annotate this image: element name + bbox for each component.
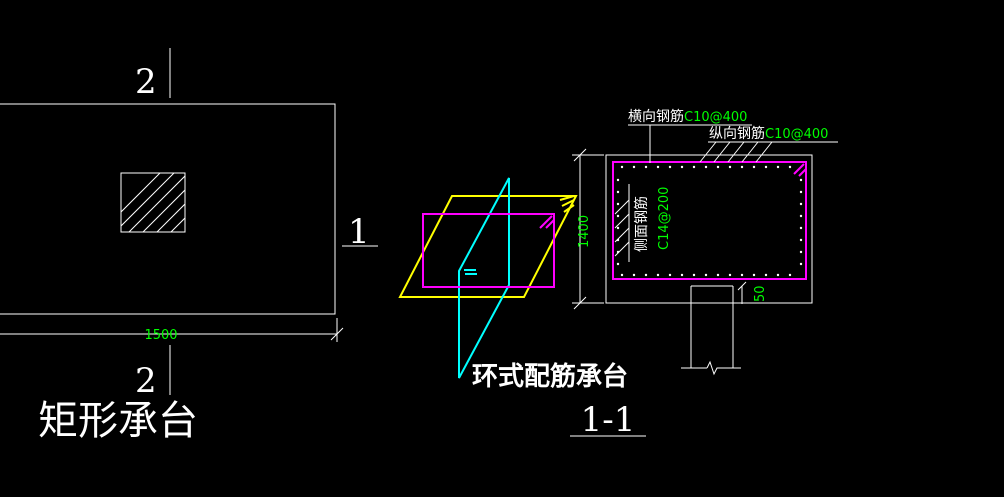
rebar-dot	[616, 202, 620, 206]
cover-dim-value: 50	[753, 285, 768, 302]
rebar-dot	[799, 226, 803, 230]
longitudinal-leaders	[699, 141, 773, 163]
rebar-dot	[692, 165, 696, 169]
rebar-dot	[716, 273, 720, 277]
longitudinal-name: 纵向钢筋	[709, 125, 765, 142]
section-view: 50 1400 横向钢筋C10@400 纵向钢筋C10@400	[570, 108, 838, 440]
section-title: 1-1	[581, 400, 636, 440]
iso-hooks	[539, 215, 555, 229]
rebar-dot	[799, 190, 803, 194]
rebar-dot	[704, 165, 708, 169]
rebar-dot	[776, 273, 780, 277]
section-mark-side: 1	[348, 212, 370, 252]
rebar-dot	[752, 165, 756, 169]
rebar-dot	[632, 273, 636, 277]
transverse-label: 横向钢筋C10@400	[628, 108, 747, 125]
rebar-dot	[716, 165, 720, 169]
height-dimension	[572, 148, 604, 310]
transverse-spec: C10@400	[684, 110, 747, 125]
rebar-dot	[728, 273, 732, 277]
width-dimension	[0, 318, 344, 342]
rebar-dot	[656, 273, 660, 277]
rebar-dot	[644, 273, 648, 277]
rebar-dot	[752, 273, 756, 277]
iso-vertical-plane	[458, 177, 510, 379]
section-mark-bottom: 2	[135, 361, 157, 401]
iso-horizontal-plane	[398, 195, 578, 298]
rebar-dot	[644, 165, 648, 169]
rebar-dot	[799, 202, 803, 206]
section-hooks	[793, 163, 807, 177]
pile-hatched-square	[120, 172, 186, 233]
side-leaders	[614, 199, 630, 257]
iso-caption: 环式配筋承台	[472, 361, 628, 392]
section-pile	[681, 285, 741, 376]
rebar-dot	[799, 262, 803, 266]
plan-title: 矩形承台	[38, 398, 198, 444]
rebar-dot	[616, 262, 620, 266]
rebar-dot	[668, 165, 672, 169]
rebar-dot	[799, 178, 803, 182]
rebar-dot	[776, 165, 780, 169]
rebar-dot	[680, 273, 684, 277]
rebar-dot	[764, 165, 768, 169]
rebar-dot	[740, 165, 744, 169]
rebar-dot	[788, 273, 792, 277]
side-name: 侧面钢筋	[633, 196, 650, 252]
rebar-dot	[620, 165, 624, 169]
rebar-dot	[616, 190, 620, 194]
side-spec: C14@200	[657, 187, 672, 250]
iso-rebar-ring	[422, 213, 555, 288]
longitudinal-spec: C10@400	[765, 127, 828, 142]
iso-sketch: 环式配筋承台	[398, 177, 628, 392]
cover-dimension	[737, 281, 747, 304]
rebar-dot	[616, 214, 620, 218]
side-label: 侧面钢筋	[633, 196, 650, 252]
rebar-dot	[788, 165, 792, 169]
iso-yellow-hooks	[559, 195, 575, 213]
rebar-dot	[680, 165, 684, 169]
section-cap-outline	[605, 154, 813, 304]
width-dim-value: 1500	[144, 328, 177, 343]
rebar-dot	[620, 273, 624, 277]
rebar-dot	[692, 273, 696, 277]
rebar-dot	[656, 165, 660, 169]
plan-view: 2 2 1 1500 矩形承台	[0, 48, 378, 444]
rebar-dot	[616, 226, 620, 230]
iso-cyan-hooks	[464, 269, 477, 275]
rebar-dot	[799, 250, 803, 254]
rebar-dot	[728, 165, 732, 169]
rebar-dot	[668, 273, 672, 277]
transverse-name: 横向钢筋	[628, 108, 684, 125]
rebar-dot	[616, 178, 620, 182]
rebar-dot	[799, 238, 803, 242]
rebar-dot	[704, 273, 708, 277]
rebar-dot	[632, 165, 636, 169]
rebar-dot	[799, 214, 803, 218]
rebar-dot	[740, 273, 744, 277]
section-mark-top: 2	[135, 62, 157, 102]
height-dim-value: 1400	[577, 215, 592, 248]
cap-outline	[0, 103, 336, 315]
section-rebar-ring	[612, 161, 807, 280]
longitudinal-label: 纵向钢筋C10@400	[709, 125, 828, 142]
rebar-dot	[764, 273, 768, 277]
